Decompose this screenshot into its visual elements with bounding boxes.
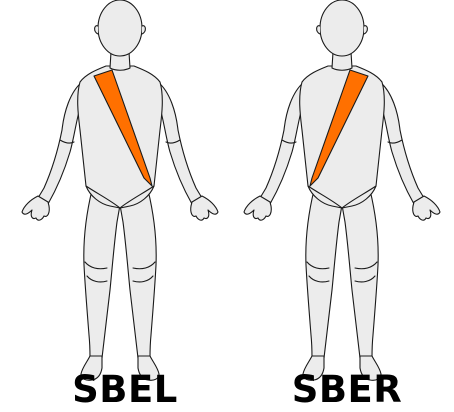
label-sbel: SBEL [60, 368, 190, 412]
mannequin-body-left [22, 0, 218, 380]
figure-left [22, 0, 218, 380]
figure-right [244, 0, 440, 380]
label-sber: SBER [282, 368, 412, 412]
mannequin-body-right [244, 0, 440, 380]
